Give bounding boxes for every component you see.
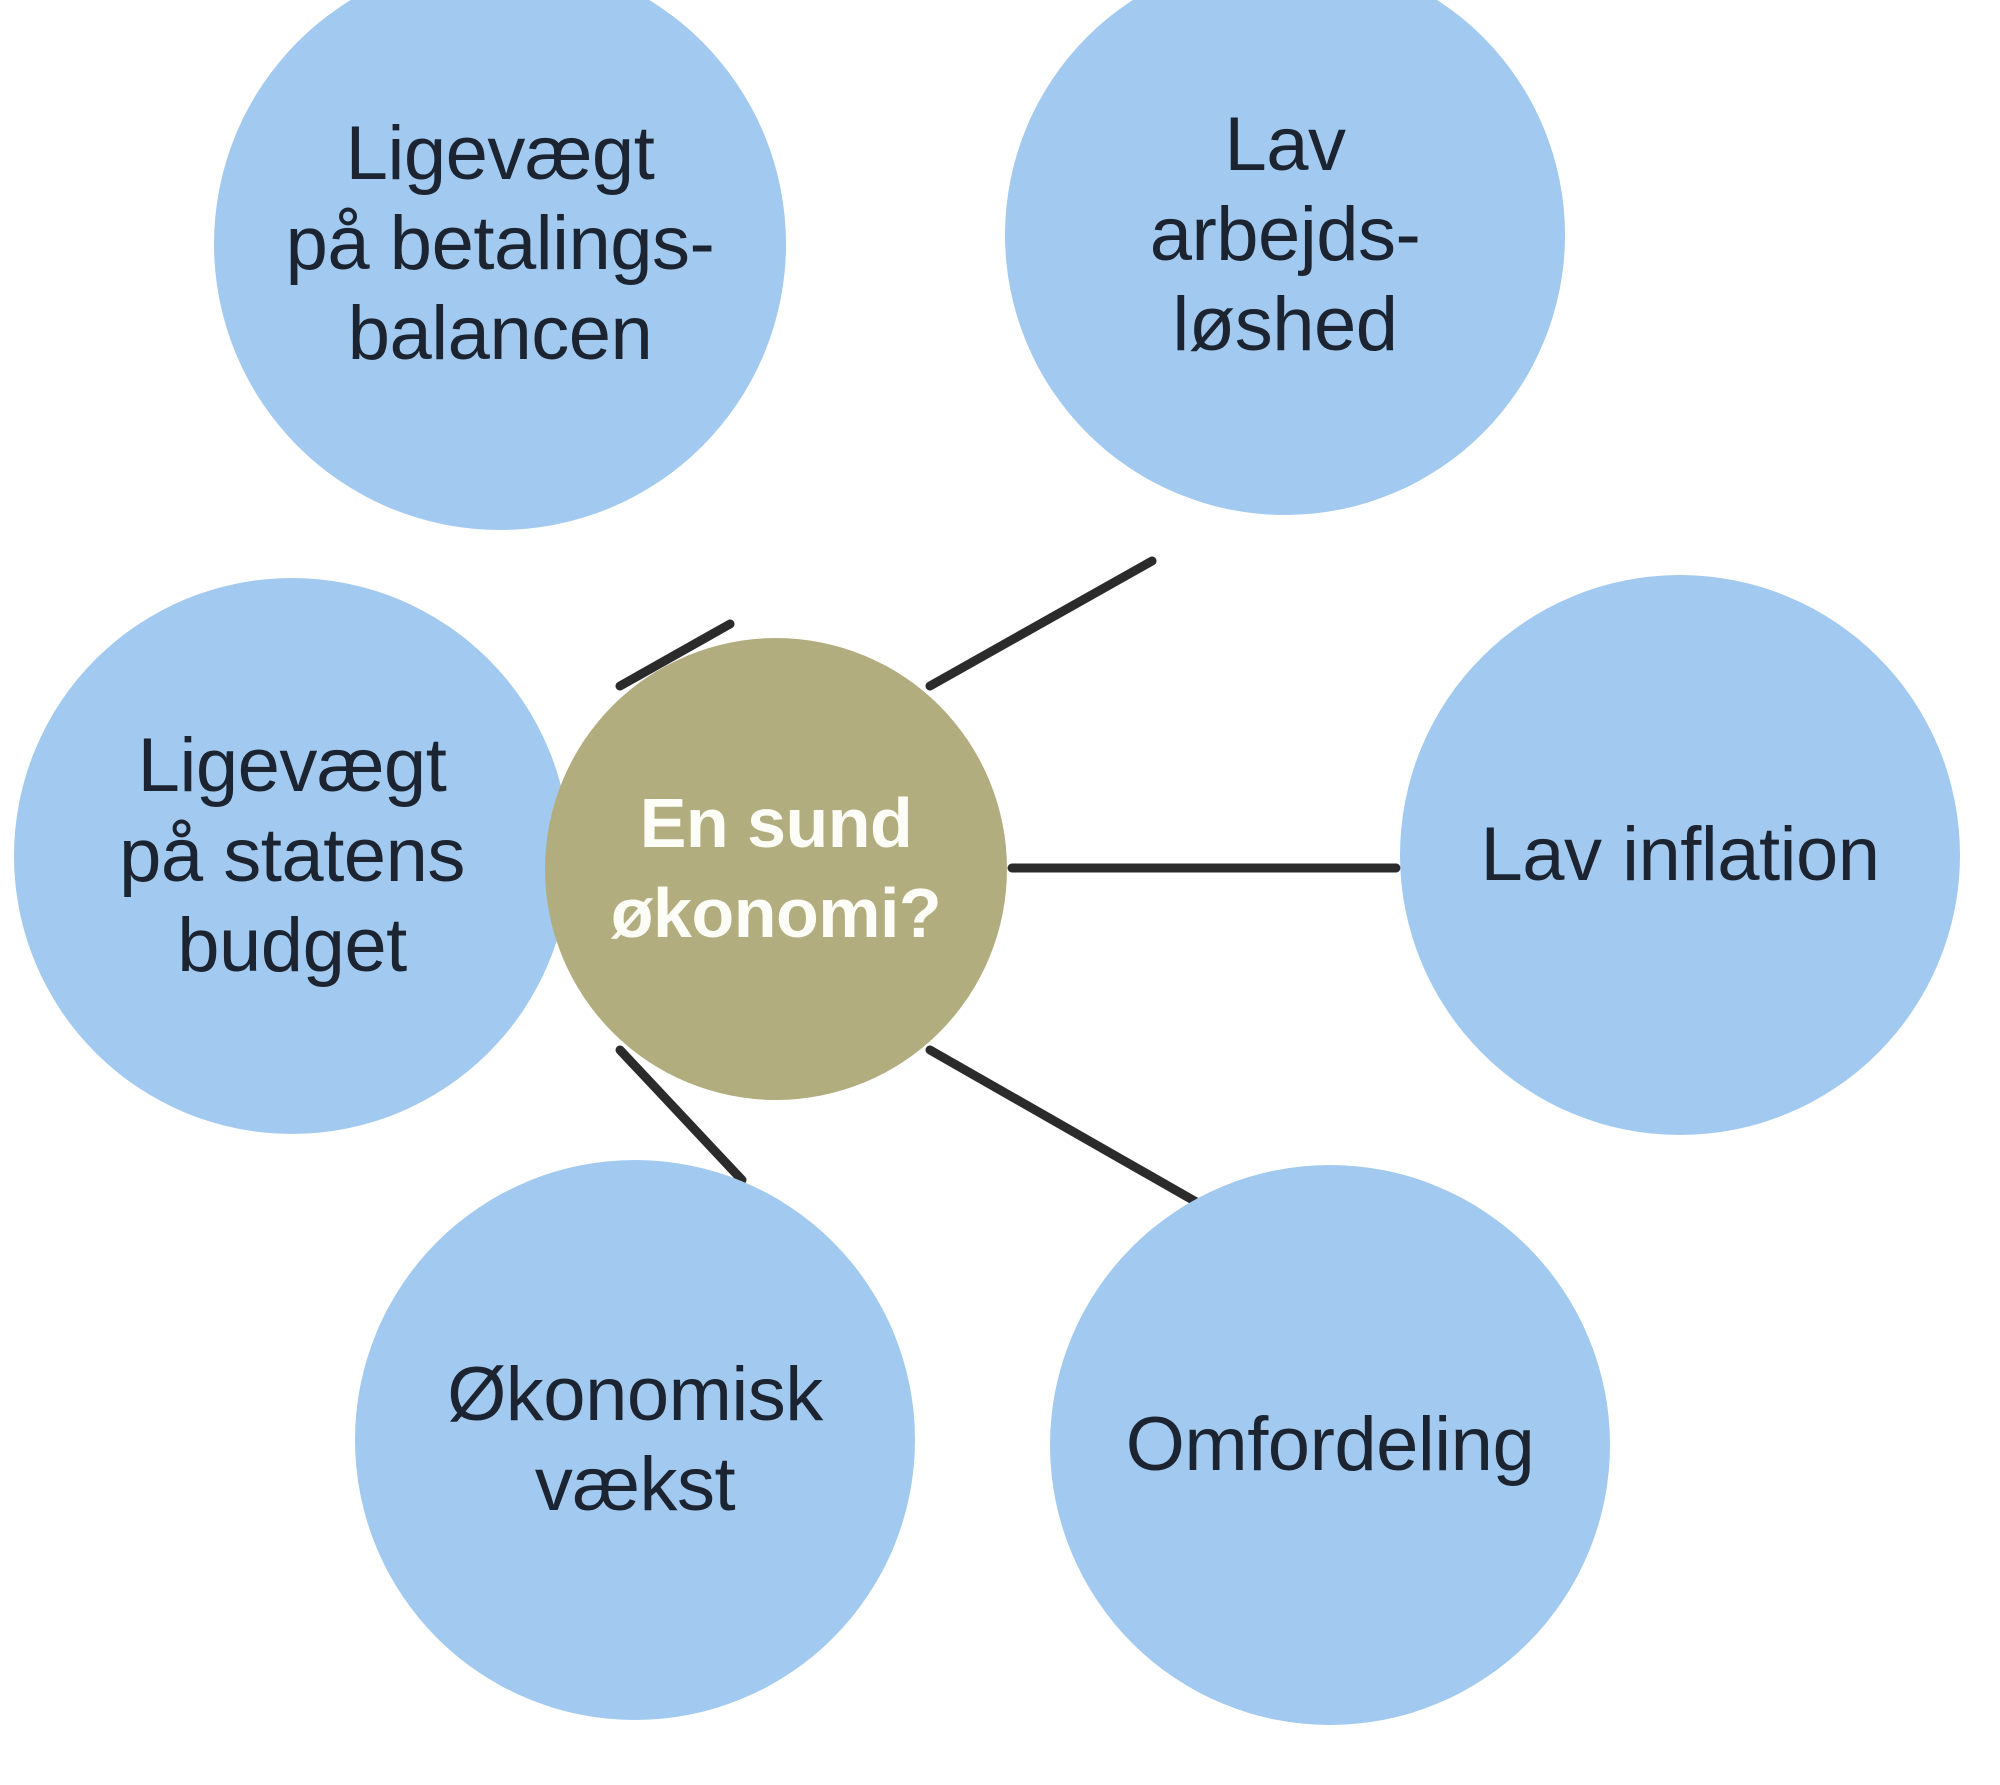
node-omfordeling[interactable]: Omfordeling	[1050, 1165, 1610, 1725]
node-arbejdsloshed-label: Lav arbejds- løshed	[1149, 102, 1421, 367]
node-arbejdsloshed[interactable]: Lav arbejds- løshed	[1005, 0, 1565, 515]
connector-center-to-bottom-right	[925, 1045, 1217, 1216]
node-betalingsbalance-label: Ligevægt på betalings- balancen	[285, 111, 715, 376]
node-center-en-sund-okonomi[interactable]: En sund økonomi?	[545, 638, 1007, 1100]
node-statsbudget-label: Ligevægt på statens budget	[119, 723, 465, 988]
node-omfordeling-label: Omfordeling	[1125, 1402, 1535, 1488]
node-inflation[interactable]: Lav inflation	[1400, 575, 1960, 1135]
connector-center-to-top-right	[925, 556, 1157, 691]
node-vaekst-label: Økonomisk vækst	[447, 1352, 823, 1527]
node-vaekst[interactable]: Økonomisk vækst	[355, 1160, 915, 1720]
node-statsbudget[interactable]: Ligevægt på statens budget	[14, 578, 570, 1134]
node-inflation-label: Lav inflation	[1480, 812, 1880, 898]
node-center-label: En sund økonomi?	[610, 784, 942, 952]
node-betalingsbalance[interactable]: Ligevægt på betalings- balancen	[214, 0, 786, 530]
